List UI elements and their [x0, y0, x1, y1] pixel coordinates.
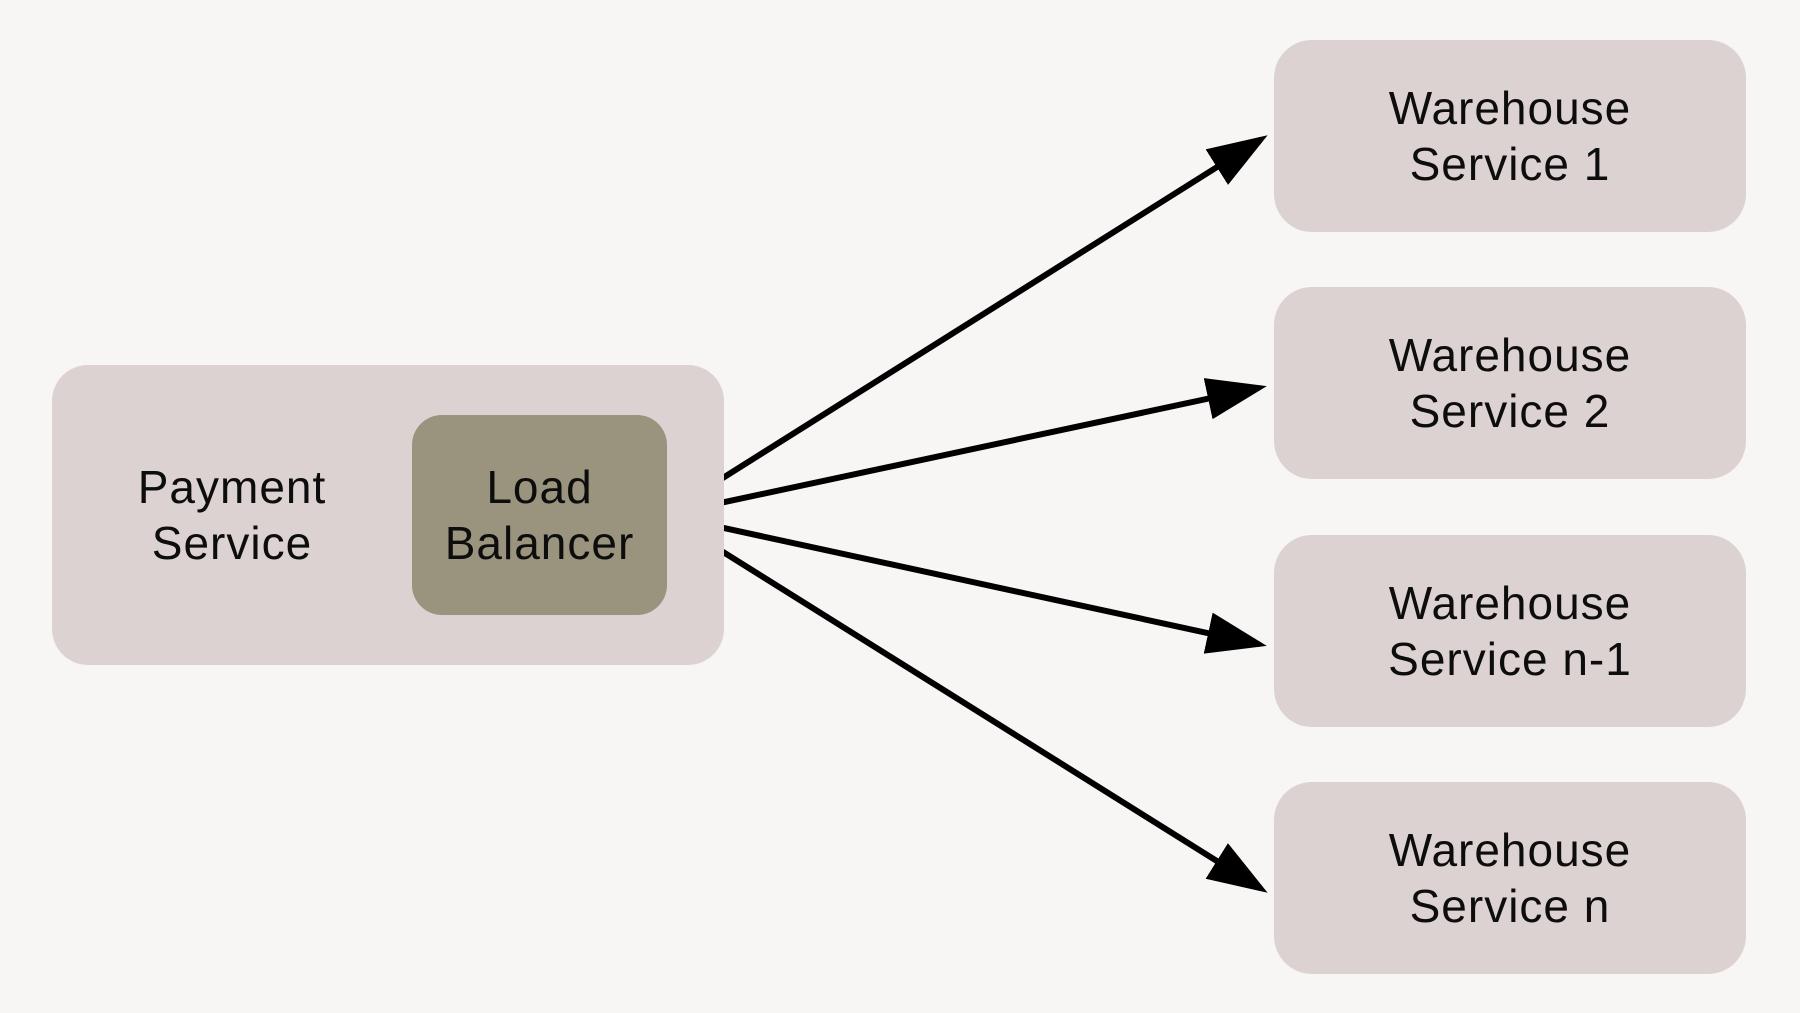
warehouse-service-2-node: Warehouse Service 2 [1274, 287, 1746, 479]
warehouse-service-n-1-label-line1: Warehouse [1388, 576, 1632, 629]
warehouse-service-2-label-line2: Service 2 [1409, 385, 1611, 437]
warehouse-service-n-1-label-line2: Service n-1 [1388, 633, 1632, 685]
warehouse-service-1-label-line1: Warehouse [1388, 81, 1632, 134]
warehouse-service-2-label-line1: Warehouse [1388, 328, 1632, 381]
payment-service-label-line2: Service [151, 517, 313, 569]
warehouse-service-n-label-line2: Service n [1409, 880, 1611, 932]
warehouse-service-n-node: Warehouse Service n [1274, 782, 1746, 974]
load-balancer-label-line1: Load [486, 460, 593, 513]
warehouse-service-n-1-node: Warehouse Service n-1 [1274, 535, 1746, 727]
warehouse-service-n-label-line1: Warehouse [1388, 823, 1632, 876]
payment-service-label: Payment Service [52, 365, 412, 665]
arrow-load-balancer-to-warehouse-1 [661, 135, 1268, 518]
arrow-load-balancer-to-warehouse-4 [661, 512, 1268, 893]
warehouse-service-1-label-line2: Service 1 [1409, 138, 1611, 190]
warehouse-service-1-node: Warehouse Service 1 [1274, 40, 1746, 232]
arrow-load-balancer-to-warehouse-2 [661, 378, 1267, 518]
arrow-load-balancer-to-warehouse-3 [661, 512, 1267, 654]
load-balancer-node: Load Balancer [412, 415, 667, 615]
payment-service-label-line1: Payment [137, 460, 327, 513]
load-balancer-label-line2: Balancer [444, 517, 635, 569]
